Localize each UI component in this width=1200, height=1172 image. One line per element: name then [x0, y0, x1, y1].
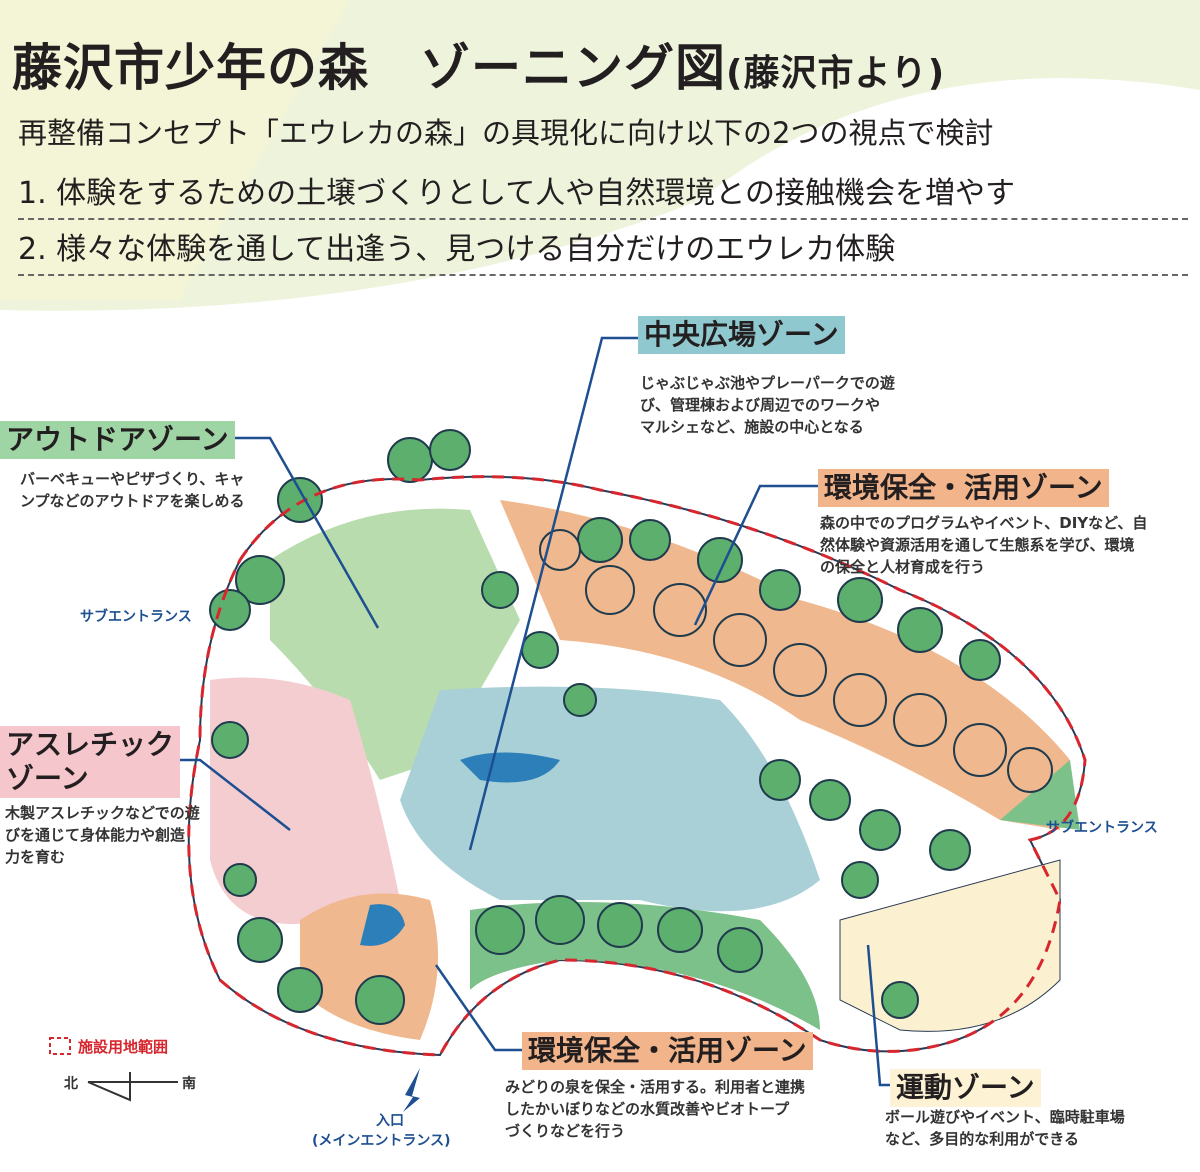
compass-icon [87, 1072, 178, 1102]
pond [460, 752, 560, 783]
outdoor-zone-label: アウトドアゾーン [0, 421, 235, 459]
entrance-arrow-icon [403, 1068, 420, 1112]
subtitle: 再整備コンセプト「エウレカの森」の具現化に向け以下の2つの視点で検討 [18, 116, 994, 150]
entrance-sublabel: (メインエントランス) [312, 1133, 451, 1149]
env-zone-top-desc: 森の中でのプログラムやイベント、DIYなど、自 然体験や資源活用を通して生態系を… [820, 514, 1148, 576]
spring-pond [360, 904, 405, 946]
outdoor-zone-desc: バーベキューやピザづくり、キャ ンプなどのアウトドアを楽しめる [20, 470, 245, 510]
trees-env [539, 529, 1053, 793]
central-zone-label: 中央広場ゾーン [638, 316, 845, 354]
central-zone-area [400, 686, 820, 912]
sub-entrance-left: サブエントランス [80, 609, 192, 625]
leader-lines [166, 336, 890, 1087]
sports-zone-label: 運動ゾーン [890, 1069, 1041, 1107]
env-zone-bottom-label: 環境保全・活用ゾーン [522, 1032, 813, 1070]
south-label: 南 [182, 1076, 196, 1092]
athletic-zone-area [210, 677, 400, 924]
page-title: 藤沢市少年の森 ゾーニング図(藤沢市より) [12, 39, 946, 97]
point-2: 2. 様々な体験を通して出逢う、見つける自分だけのエウレカ体験 [18, 224, 1188, 276]
trees [209, 429, 1001, 1025]
north-label: 北 [64, 1076, 78, 1092]
header-background-accent [0, 0, 350, 300]
sub-entrance-right: サブエントランス [1046, 820, 1158, 836]
env-zone-bottom-desc: みどりの泉を保全・活用する。利用者と連携 したかいぼりなどの水質改善やビオトープ… [505, 1078, 806, 1140]
central-zone-desc: じゃぶじゃぶ池やプレーパークでの遊 び、管理棟および周辺でのワークや マルシェな… [640, 374, 895, 436]
boundary-legend-icon [49, 1037, 71, 1055]
entrance-label: 入口 [376, 1113, 404, 1129]
sports-zone-desc: ボール遊びやイベント、臨時駐車場 など、多目的な利用ができる [885, 1108, 1125, 1148]
env-zone-top-label: 環境保全・活用ゾーン [818, 469, 1109, 507]
athletic-zone-desc: 木製アスレチックなどでの遊 びを通じて身体能力や創造 力を育む [5, 804, 200, 866]
forest-area [1000, 760, 1080, 830]
boundary-legend-label: 施設用地範囲 [78, 1038, 169, 1056]
athletic-zone-label: アスレチックゾーン [0, 726, 181, 798]
point-1: 1. 体験をするための土壌づくりとして人や自然環境との接触機会を増やす [18, 168, 1188, 220]
facility-boundary [187, 475, 1087, 1057]
